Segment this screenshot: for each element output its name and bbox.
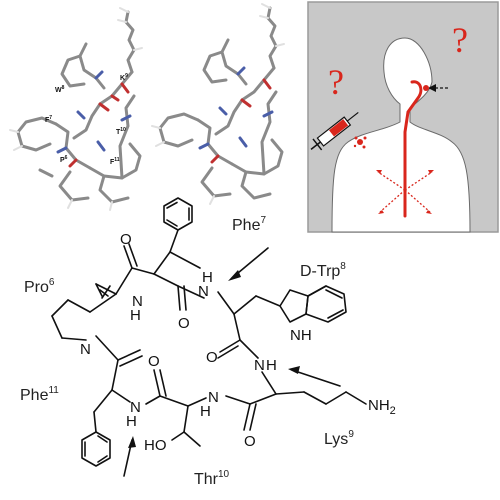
question-mark-icon: ? [328,62,344,102]
airway-line [403,80,423,218]
atom-ho: HO [144,437,167,454]
dispersal-arrows-icon [377,171,433,213]
model-label-f11: F11 [110,157,120,166]
atom-n: N [80,341,91,358]
atom-h: H [126,413,137,430]
atom-h: H [200,403,211,420]
model-label-w: W8 [55,85,65,94]
molecule-model-right [151,3,285,205]
atom-n: N [132,293,143,310]
atom-n: N [208,389,219,406]
atom-o: O [120,231,132,248]
atom-h: H [202,269,213,286]
atom-n: N [254,357,265,374]
atom-n: N [198,283,209,300]
atom-labels: O H N O N H N NH O N H O N H N H O HO NH… [80,231,396,454]
atom-o: O [244,433,256,450]
atom-n: N [130,399,141,416]
model-label-f7: F7 [45,115,52,124]
atom-o: O [206,349,218,366]
arrowheads [128,270,300,448]
peptide-structure [51,197,367,477]
body-silhouette-panel: ? ? [307,1,499,233]
atom-nh-indole: NH [290,327,312,344]
atom-h: H [130,307,141,324]
label-lys9: Lys9 [324,429,354,448]
model-label-k: K9 [120,73,128,82]
model-residue-labels: W8 K9 F7 T10 P6 F11 [45,73,128,166]
human-silhouette [331,37,471,233]
atom-h: H [266,357,277,374]
atom-o: O [148,353,160,370]
model-label-t: T10 [116,127,126,136]
label-pro6: Pro6 [24,277,55,296]
label-dtrp8: D-Trp8 [300,261,346,280]
arrow-icon [423,84,448,92]
label-phe11: Phe11 [20,385,59,404]
syringe-icon [310,111,359,151]
label-phe7: Phe7 [232,215,266,234]
model-label-p: P6 [60,155,68,164]
label-thr10: Thr10 [194,469,230,488]
molecule-model-left [9,7,143,211]
residue-labels: Phe7 D-Trp8 Pro6 Phe11 Lys9 Thr10 [20,215,354,488]
injection-splash [353,136,367,149]
atom-o: O [178,315,190,332]
atom-nh2: NH2 [368,397,396,417]
question-mark-icon: ? [452,20,468,60]
